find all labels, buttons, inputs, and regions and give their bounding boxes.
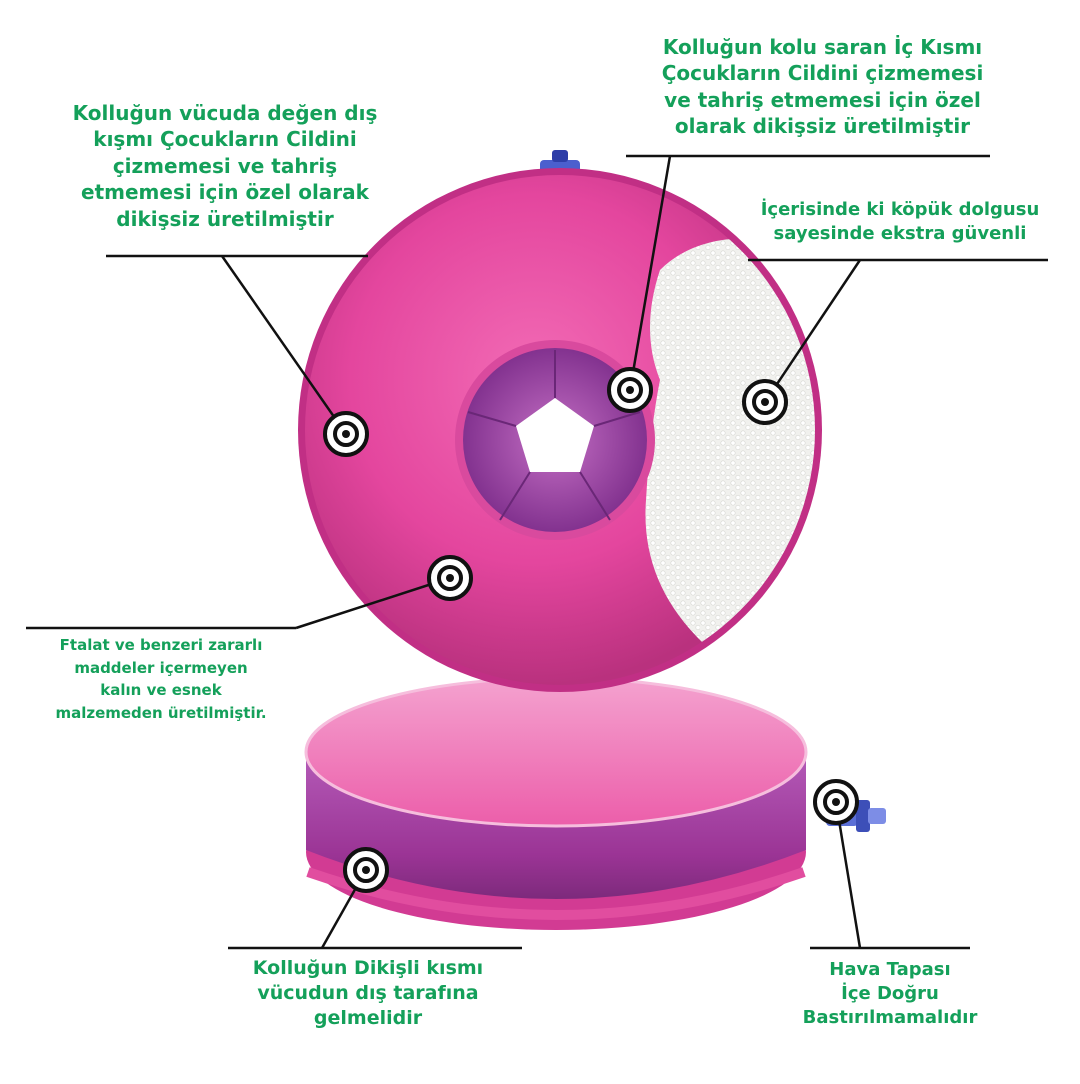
- callout-foam-fill: İçerisinde ki köpük dolgusu sayesinde ek…: [760, 199, 1040, 244]
- callout-material: Ftalat ve benzeri zararlı maddeler içerm…: [55, 636, 267, 722]
- bottom-armband: [304, 676, 886, 930]
- callout-seam: Kolluğun Dikişli kısmı vücudun dış taraf…: [252, 957, 484, 1030]
- callout-outer-surface: Kolluğun vücuda değen dış kışmı Çocuklar…: [72, 101, 378, 231]
- leader-lines: [26, 154, 1048, 950]
- marker-material: [427, 555, 473, 601]
- marker-seam: [343, 847, 389, 893]
- callout-air-valve: Hava Tapası İçe Doğru Bastırılmamalıdır: [802, 959, 978, 1028]
- top-armband: [298, 150, 822, 692]
- callout-inner-surface: Kolluğun kolu saran İç Kısmı Çocukların …: [661, 35, 984, 139]
- marker-air-valve: [813, 779, 859, 825]
- marker-outer-surface: [323, 411, 369, 457]
- marker-inner-surface: [607, 367, 653, 413]
- marker-foam-fill: [742, 379, 788, 425]
